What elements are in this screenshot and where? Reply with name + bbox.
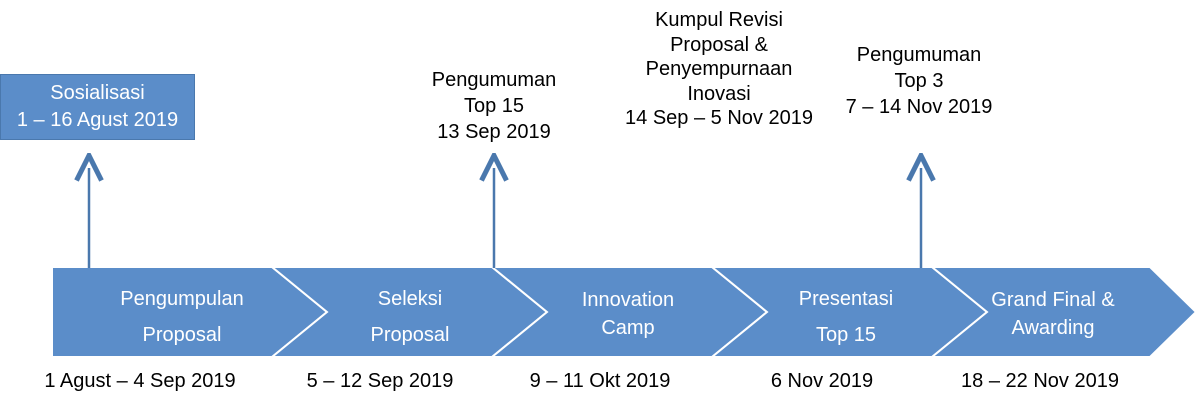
- stage-date-5: 18 – 22 Nov 2019: [961, 370, 1119, 392]
- stage-label-4: Presentasi Top 15: [756, 281, 936, 353]
- event-revisi: Kumpul Revisi Proposal & Penyempurnaan I…: [607, 8, 831, 131]
- event-revisi-line3: Penyempurnaan: [645, 58, 793, 80]
- stage-date-1: 1 Agust – 4 Sep 2019: [44, 370, 236, 392]
- stage-1-line1: Pengumpulan: [120, 288, 244, 310]
- stage-5-line2: Awarding: [1011, 317, 1095, 339]
- event-revisi-line4: Inovasi: [687, 82, 751, 105]
- event-revisi-line2: Proposal &: [670, 33, 768, 56]
- stage-label-1: Pengumpulan Proposal: [92, 281, 272, 353]
- event-top15-line2: Top 15: [463, 95, 525, 117]
- event-revisi-line5: 14 Sep – 5 Nov 2019: [625, 107, 813, 129]
- event-top3-line3: 7 – 14 Nov 2019: [845, 96, 993, 118]
- event-top3-line2: Top 3: [894, 70, 944, 92]
- event-top3-line1: Pengumuman: [856, 44, 982, 66]
- stage-date-4: 6 Nov 2019: [770, 370, 874, 392]
- stage-5-line1: Grand Final &: [991, 289, 1115, 311]
- sosialisasi-text: Sosialisasi 1 – 16 Agust 2019: [0, 80, 195, 134]
- sosialisasi-date: 1 – 16 Agust 2019: [16, 109, 179, 131]
- stage-date-2: 5 – 12 Sep 2019: [306, 370, 454, 392]
- stage-label-5: Grand Final & Awarding: [963, 286, 1143, 342]
- stage-label-2: Seleksi Proposal: [320, 281, 500, 353]
- stage-1-line2: Proposal: [142, 324, 222, 346]
- event-top15-line1: Pengumuman: [431, 69, 557, 91]
- stage-2-line2: Proposal: [370, 324, 450, 346]
- event-top15-line3: 13 Sep 2019: [437, 121, 551, 143]
- stage-2-line1: Seleksi: [377, 288, 443, 310]
- event-top15: Pengumuman Top 15 13 Sep 2019: [394, 67, 594, 145]
- stage-3-line2: Camp: [601, 317, 655, 339]
- stage-4-line2: Top 15: [815, 324, 877, 346]
- event-revisi-line1: Kumpul Revisi: [655, 9, 783, 31]
- sosialisasi-title: Sosialisasi: [50, 82, 145, 104]
- stage-chevron-5: [929, 266, 1198, 358]
- stage-4-line1: Presentasi: [798, 288, 894, 310]
- event-top3: Pengumuman Top 3 7 – 14 Nov 2019: [819, 42, 1019, 120]
- stage-3-line1: Innovation: [581, 289, 675, 311]
- stage-date-3: 9 – 11 Okt 2019: [529, 370, 671, 392]
- sosialisasi-box: [0, 74, 195, 140]
- stage-label-3: Innovation Camp: [538, 286, 718, 342]
